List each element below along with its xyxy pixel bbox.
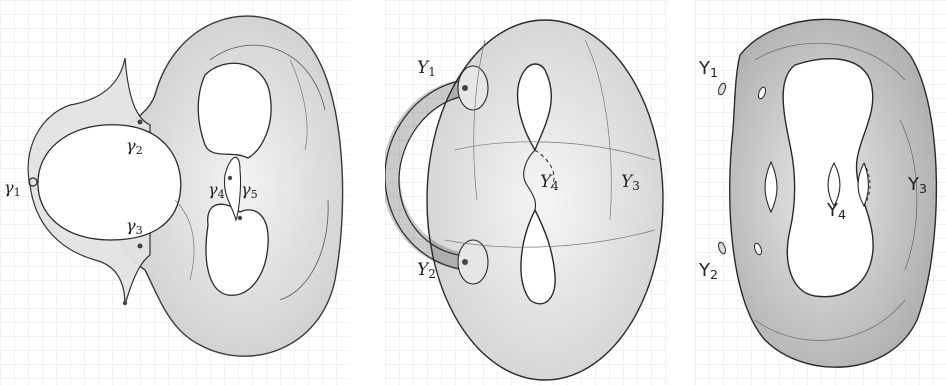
label-y-2: Y2 — [699, 260, 719, 283]
gamma2-point — [137, 119, 143, 125]
outside-circle-upper — [718, 82, 726, 96]
lower-hole — [205, 203, 269, 296]
middle-lower-hole — [520, 208, 556, 305]
label-gamma-2: γ2 — [126, 136, 143, 157]
small-hole-lower — [754, 242, 762, 256]
gamma5-point — [237, 215, 243, 221]
label-y-1: Y1 — [417, 58, 436, 79]
slit-right — [857, 162, 870, 208]
handle-attach-lower — [457, 239, 489, 285]
left-oval-hole — [37, 124, 182, 241]
gamma4-point — [227, 175, 233, 181]
small-hole-upper — [758, 86, 766, 100]
outside-circle-lower — [718, 241, 726, 255]
label-y-3: Y3 — [621, 172, 640, 193]
middle-upper-hole — [517, 63, 553, 152]
panel-left-surface: γ1 γ2 γ3 γ4 γ5 — [0, 0, 350, 385]
panel-middle-surface: Y1 Y2 Y3 Y4 — [385, 0, 668, 385]
label-gamma-1: γ1 — [4, 178, 21, 199]
label-y-4: Y4 — [827, 200, 847, 223]
upper-hole — [197, 62, 272, 159]
label-gamma-3: γ3 — [126, 216, 143, 237]
label-y-1: Y1 — [699, 58, 719, 81]
slit-center — [827, 161, 841, 208]
middle-pinch — [223, 156, 242, 222]
middle-surface-drawing — [385, 0, 668, 385]
right-inner-hole — [782, 58, 874, 298]
label-y-2: Y2 — [417, 260, 436, 281]
handle-tube — [385, 79, 474, 271]
handle-attach-upper — [457, 65, 489, 111]
slit-left — [764, 160, 778, 214]
label-gamma-5: γ5 — [241, 180, 258, 201]
label-y-3: Y3 — [908, 174, 928, 197]
panel-right-surface: Y1 Y2 Y3 Y4 — [695, 0, 946, 385]
label-gamma-4: γ4 — [208, 180, 225, 201]
middle-torus-body — [426, 19, 664, 381]
label-y-4: Y4 — [540, 172, 559, 193]
gamma3-point — [137, 243, 143, 249]
right-surface-drawing — [695, 0, 946, 385]
left-surface-drawing — [0, 0, 350, 385]
gamma1-loop — [28, 177, 38, 187]
